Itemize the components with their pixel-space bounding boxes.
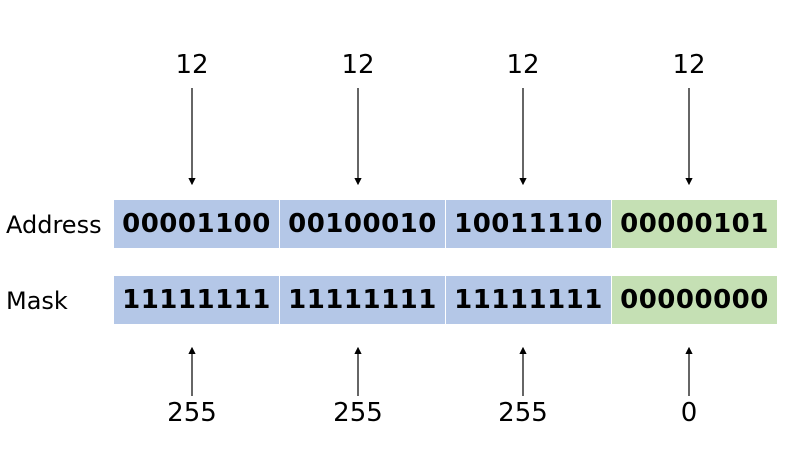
address-octet-4-decimal: 12 xyxy=(672,50,706,80)
address-octet-2-decimal: 12 xyxy=(341,50,375,80)
address-octet-2-bits: 00100010 xyxy=(279,200,445,248)
address-octet-1-decimal: 12 xyxy=(175,50,209,80)
mask-octet-1-decimal: 255 xyxy=(167,398,217,428)
address-octet-4-bits: 00000101 xyxy=(611,200,777,248)
mask-octet-1-bits: 11111111 xyxy=(114,276,279,324)
address-row-label: Address xyxy=(6,211,102,239)
mask-octet-4-decimal: 0 xyxy=(680,398,698,428)
mask-octet-3-bits: 11111111 xyxy=(445,276,611,324)
mask-row-label: Mask xyxy=(6,287,68,315)
address-octet-3-decimal: 12 xyxy=(506,50,540,80)
mask-octet-3-decimal: 255 xyxy=(498,398,548,428)
mask-octet-2-decimal: 255 xyxy=(333,398,383,428)
mask-octet-4-bits: 00000000 xyxy=(611,276,777,324)
address-octet-1-bits: 00001100 xyxy=(114,200,279,248)
mask-octet-2-bits: 11111111 xyxy=(279,276,445,324)
address-octet-3-bits: 10011110 xyxy=(445,200,611,248)
